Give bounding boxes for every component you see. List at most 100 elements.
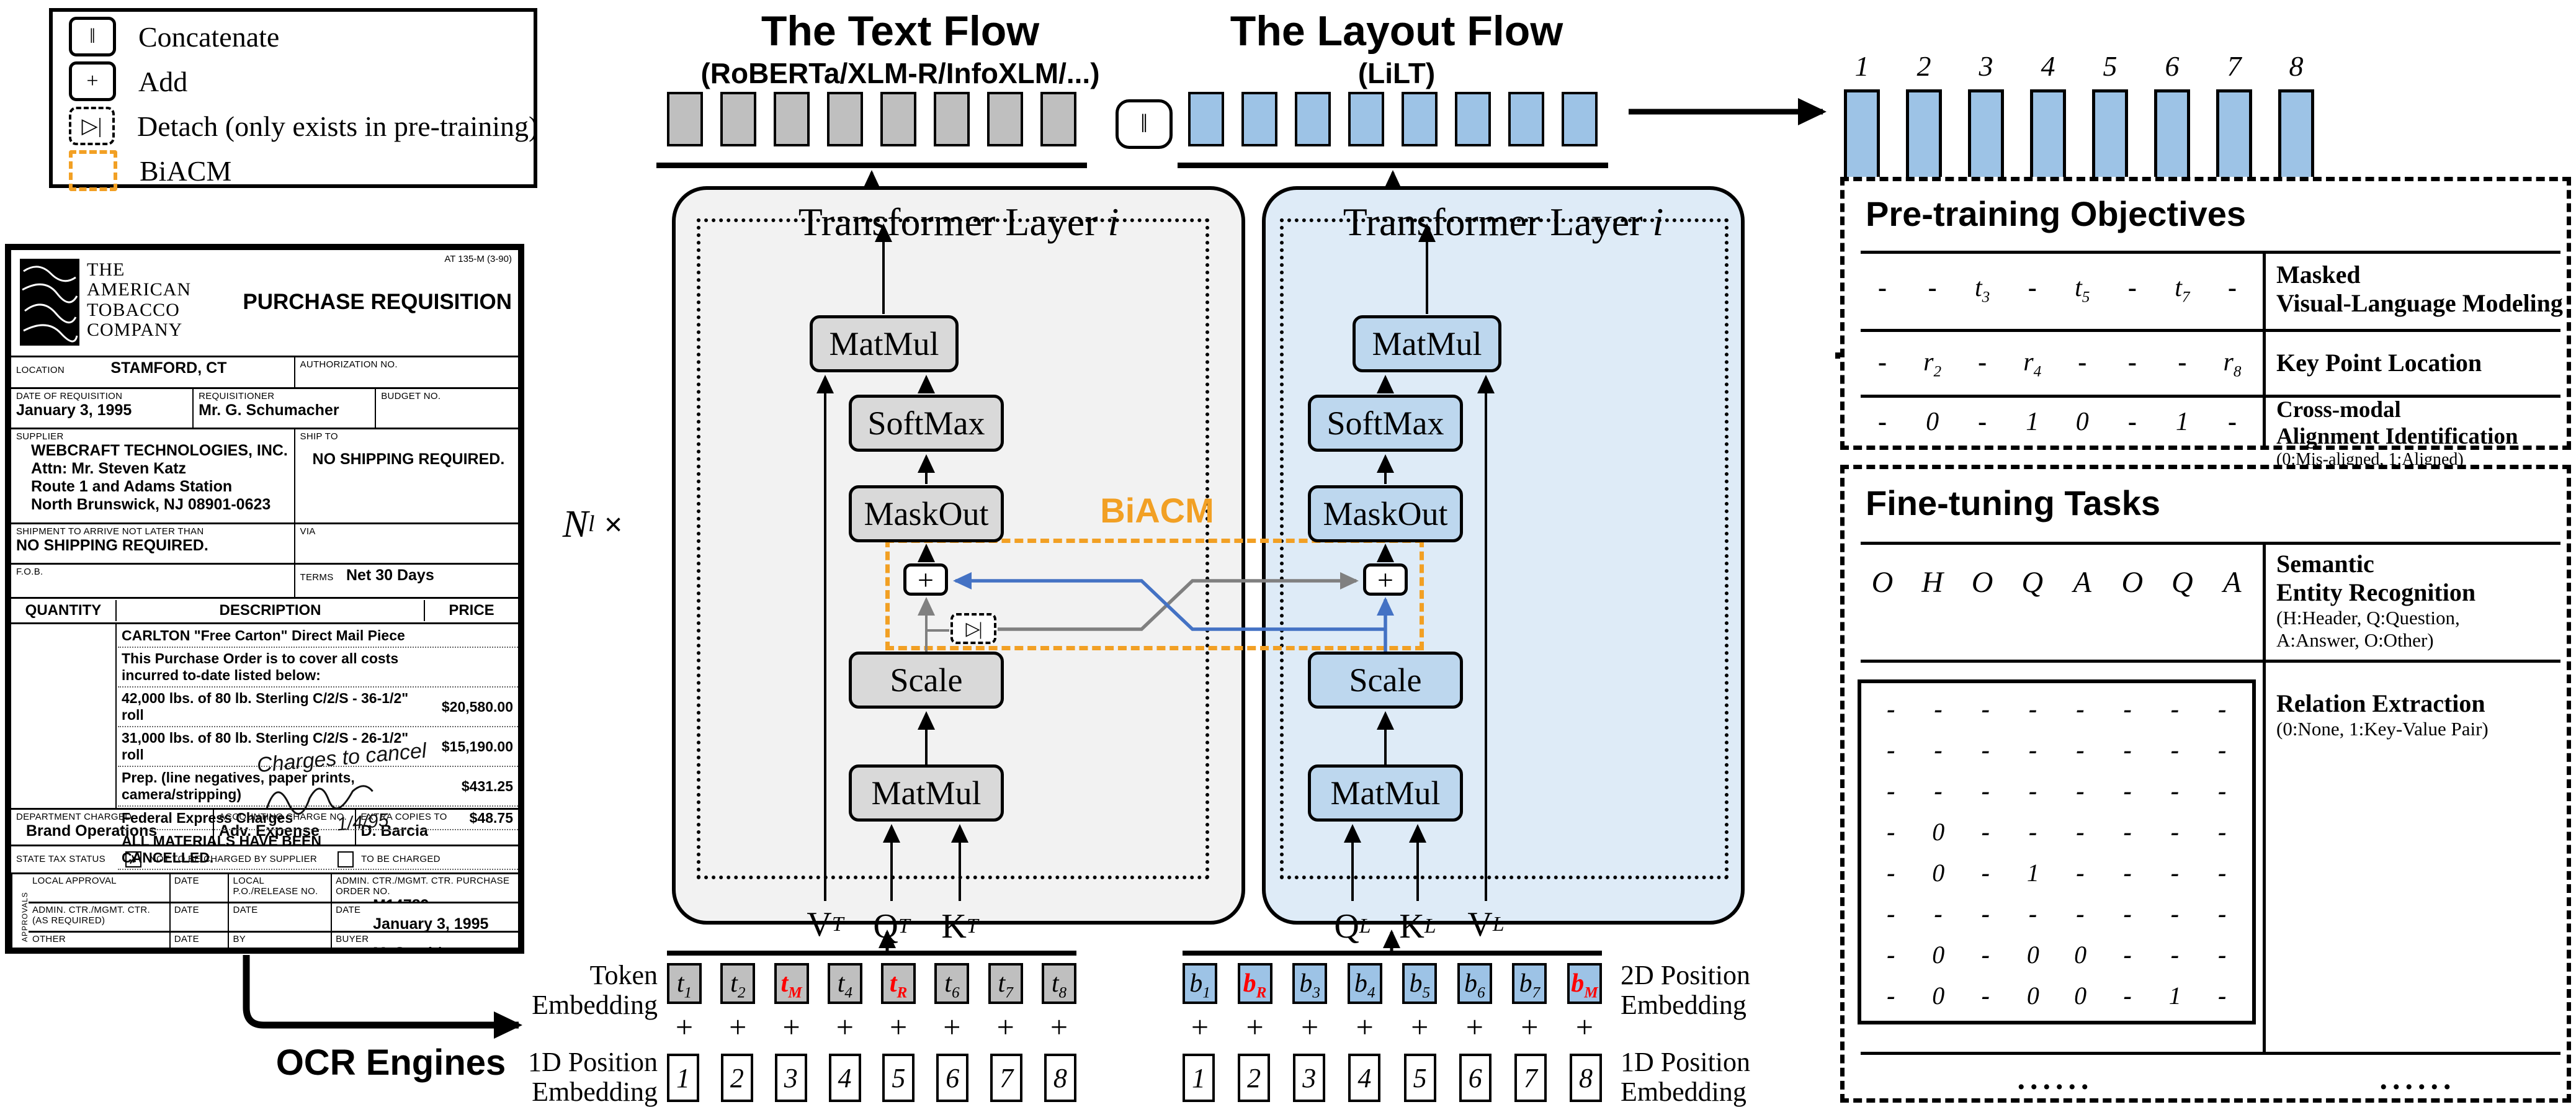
cell-value: 3: [784, 1062, 798, 1093]
token-box: 3: [774, 1054, 807, 1102]
terms-field: TERMS Net 30 Days: [295, 565, 518, 597]
field-value: January 3, 1995: [16, 401, 132, 419]
token-box: t2: [720, 963, 756, 1004]
cell-value: r2: [1923, 348, 1942, 380]
cell-value: -: [1981, 735, 1990, 764]
add-symbol: +: [729, 1010, 747, 1044]
field-label: DATE: [174, 876, 199, 886]
approvals-cell: DATE: [229, 903, 333, 931]
via-field: VIA: [295, 524, 518, 563]
cell-value: 5: [892, 1062, 906, 1093]
layout-flow-title: The Layout Flow: [1230, 7, 1563, 55]
cell-value: -: [2227, 274, 2237, 302]
cell-value: -: [2171, 735, 2180, 764]
token-box: 4: [1348, 1054, 1381, 1102]
date-row: DATE OF REQUISITION January 3, 1995 REQU…: [11, 389, 518, 429]
field-value: Mr. G. Schumacher: [199, 401, 339, 419]
cell-value: H: [1921, 565, 1943, 599]
token-box: [774, 92, 810, 146]
matrix-row: -0------: [1879, 817, 2235, 846]
field-label: BY: [233, 934, 246, 944]
field-label: OTHER: [32, 934, 66, 944]
label-line: Entity Recognition: [2276, 578, 2476, 606]
token-box: 1: [667, 1054, 699, 1102]
token-box: [1040, 92, 1076, 146]
cell-value: -: [2029, 899, 2037, 928]
field-value: Adv. Expense: [218, 822, 320, 840]
field-value: NO SHIPPING REQUIRED.: [312, 450, 505, 468]
cell-value: -: [1981, 858, 1990, 887]
token-box: 7: [1514, 1054, 1547, 1102]
kpl-cells: -r2-r4---r8: [1868, 344, 2247, 381]
doc-item-row: Federal Express Charges$48.75: [118, 807, 518, 830]
token-box: [827, 92, 863, 146]
text-embedding-overline: [667, 951, 1076, 956]
cell-value: b7: [1519, 969, 1541, 1002]
document-title: PURCHASE REQUISITION: [243, 290, 512, 314]
token-box: [880, 92, 916, 146]
caption-line: Embedding: [1621, 1077, 1746, 1107]
layout-layer-title: Transformer Layer i: [1293, 199, 1714, 246]
doc-item-row: ALL MATERIALS HAVE BEEN CANCELLED.: [118, 830, 518, 870]
token-box: b3: [1292, 963, 1328, 1004]
token-embedding-caption: Token Embedding: [490, 960, 658, 1020]
kpl-label: Key Point Location: [2276, 349, 2568, 377]
layer-index: i: [1107, 200, 1119, 244]
token-box: t4: [827, 963, 862, 1004]
add-symbol: +: [1050, 1010, 1068, 1044]
item-price: [420, 633, 518, 638]
output-token-index: 5: [2103, 50, 2118, 82]
field-label: DATE: [174, 905, 199, 915]
cell-value: 8: [1053, 1062, 1067, 1093]
cell-value: tM: [780, 969, 802, 1002]
token-box: [934, 92, 970, 146]
field-label: SHIPMENT TO ARRIVE NOT LATER THAN: [16, 526, 204, 537]
layout-plus-row: ++++++++: [1183, 1009, 1602, 1046]
token-box: [1402, 92, 1438, 146]
cell-value: Q: [2021, 565, 2044, 599]
item-description: ALL MATERIALS HAVE BEEN CANCELLED.: [122, 833, 322, 866]
pos2d-caption: 2D Position Embedding: [1621, 960, 1831, 1020]
cell-value: -: [1887, 899, 1895, 928]
cell-value: 2: [730, 1062, 744, 1093]
token-box: t6: [934, 963, 970, 1004]
cell-value: 3: [1302, 1062, 1317, 1093]
cell-value: -: [2123, 981, 2132, 1010]
caption-line: 2D Position: [1621, 960, 1751, 990]
company-line: COMPANY: [87, 320, 183, 341]
cell-value: t6: [944, 969, 960, 1002]
matrix-row: -0-1----: [1879, 858, 2235, 887]
cell-value: -: [1978, 408, 1987, 436]
pos1d-left-caption: 1D Position Embedding: [490, 1047, 658, 1107]
cell-value: -: [2218, 858, 2227, 887]
tax-row: STATE TAX STATUS ✗ NOT TO BE CHARGED BY …: [11, 846, 518, 874]
cell-value: -: [2127, 348, 2137, 377]
rule: [1861, 542, 2560, 545]
add-symbol: +: [943, 1010, 961, 1044]
checkbox-empty: [337, 851, 354, 867]
layout-matmul-top-block: MatMul: [1353, 315, 1501, 372]
approvals-cell: ADMIN. CTR./MGMT. CTR. PURCHASE ORDER NO…: [332, 874, 518, 902]
field-value: NO SHIPPING REQUIRED.: [16, 537, 208, 554]
cell-value: 1: [1192, 1062, 1205, 1093]
field-label: TERMS: [300, 572, 334, 583]
token-box: t1: [667, 963, 702, 1004]
cell-value: -: [2076, 776, 2085, 805]
copies-field: EXTRA COPIES TO D. Barcia: [356, 810, 518, 845]
cell-value: 0: [2074, 940, 2087, 969]
supplier-row: SUPPLIER WEBCRAFT TECHNOLOGIES, INC. Att…: [11, 429, 518, 524]
token-box: [1188, 92, 1224, 146]
text-hidden-states-row: [667, 92, 1076, 149]
legend-item-concatenate: ‖ Concatenate: [69, 17, 534, 56]
cell-value: 0: [2074, 981, 2087, 1010]
approvals-cell: LOCAL APPROVAL: [29, 874, 171, 902]
column-header: DESCRIPTION: [117, 600, 425, 621]
